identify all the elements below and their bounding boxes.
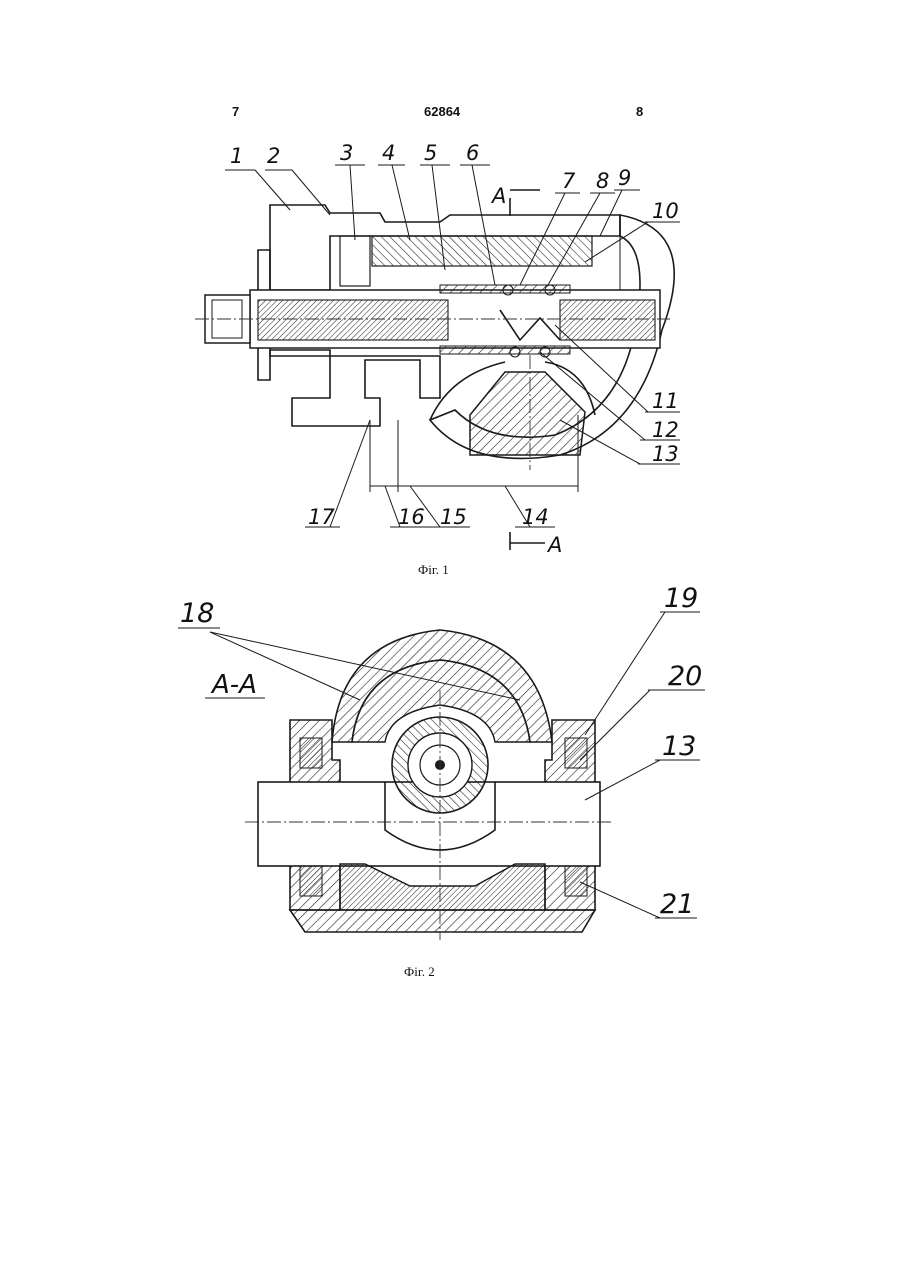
fig1-label-9: 9 bbox=[618, 166, 631, 190]
figure-2-caption: Фіг. 2 bbox=[404, 964, 435, 980]
saddle bbox=[340, 864, 545, 910]
seal-right-top bbox=[565, 738, 587, 768]
fig2-label-20: 20 bbox=[668, 661, 702, 692]
rod-lower bbox=[440, 346, 570, 354]
fig1-label-7: 7 bbox=[562, 169, 576, 193]
fig2-label-13: 13 bbox=[662, 731, 696, 762]
fig2-label-19: 19 bbox=[664, 583, 698, 614]
fig1-label-4: 4 bbox=[382, 141, 395, 165]
fig1-label-2: 2 bbox=[267, 144, 280, 168]
fig1-label-12: 12 bbox=[652, 418, 679, 442]
seal-left-bottom bbox=[300, 866, 322, 896]
fig1-section-bottom: A bbox=[546, 533, 562, 557]
sector-13 bbox=[470, 372, 585, 455]
figure-1-drawing bbox=[195, 165, 680, 550]
fig1-label-5: 5 bbox=[424, 141, 437, 165]
fig1-label-16: 16 bbox=[398, 505, 425, 529]
fig1-label-11: 11 bbox=[652, 389, 679, 413]
housing-lower bbox=[270, 350, 440, 426]
seal-left-top bbox=[300, 738, 322, 768]
chamber-3 bbox=[340, 236, 370, 286]
fig1-label-8: 8 bbox=[596, 169, 609, 193]
piston-4 bbox=[372, 236, 592, 266]
fig1-label-1: 1 bbox=[230, 144, 243, 168]
fig1-label-6: 6 bbox=[466, 141, 479, 165]
shaft-core-left bbox=[258, 300, 448, 340]
fig1-label-3: 3 bbox=[340, 141, 353, 165]
base-plate bbox=[290, 910, 595, 932]
fig1-label-13: 13 bbox=[652, 442, 679, 466]
fig1-label-10: 10 bbox=[652, 199, 679, 223]
shaft-core-right bbox=[560, 300, 655, 340]
figure-1-caption: Фіг. 1 bbox=[418, 562, 449, 578]
fig2-label-21: 21 bbox=[660, 889, 694, 920]
fig2-section-title: A-A bbox=[210, 670, 257, 700]
fig2-label-18: 18 bbox=[180, 598, 214, 629]
seal-right-bottom bbox=[565, 866, 587, 896]
fig1-label-14: 14 bbox=[522, 505, 549, 529]
fig1-label-15: 15 bbox=[440, 505, 467, 529]
figure-2-drawing bbox=[178, 612, 705, 940]
fig1-section-top: A bbox=[490, 184, 506, 208]
fig1-label-17: 17 bbox=[308, 505, 335, 529]
